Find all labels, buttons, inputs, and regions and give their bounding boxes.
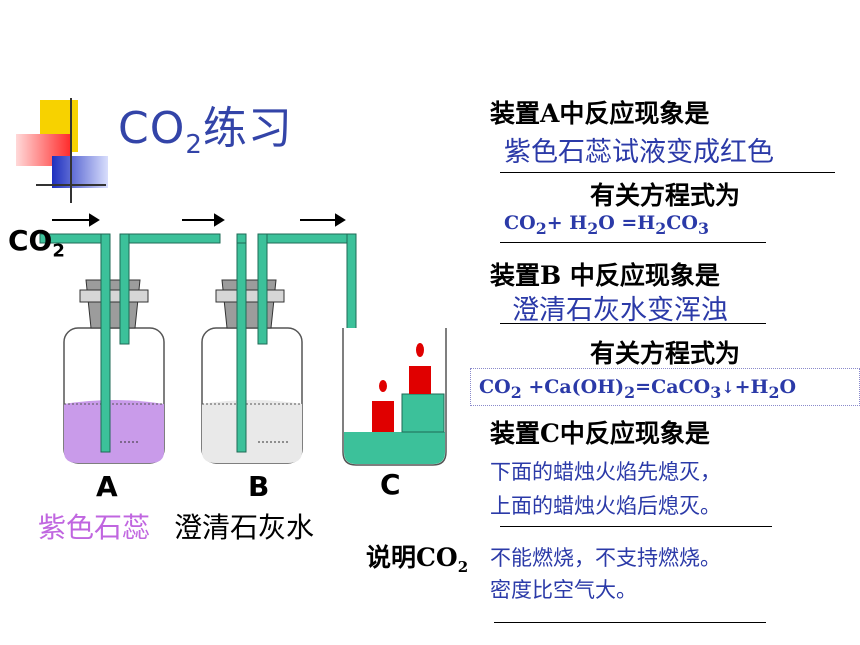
conclusion-line2: 密度比空气大。 — [490, 578, 637, 602]
equation-a: CO2+ H2O =H2CO3 — [504, 212, 709, 238]
conclusion-line1: 不能燃烧，不支持燃烧。 — [490, 546, 721, 570]
question-a-equation: 有关方程式为 — [590, 181, 741, 210]
answer-a: 紫色石蕊试液变成红色 — [504, 137, 774, 168]
answer-c-line1: 下面的蜡烛火焰先熄灭， — [490, 460, 721, 484]
label-limewater: 澄清石灰水 — [174, 511, 315, 544]
label-a: A — [96, 470, 118, 503]
label-c: C — [380, 468, 401, 501]
label-purple-litmus: 紫色石蕊 — [38, 511, 151, 544]
apparatus-diagram — [39, 213, 447, 466]
conclusion-prefix: 说明CO2 — [366, 543, 469, 576]
co2-inlet-label: CO2 — [8, 224, 65, 262]
precipitate-arrow-icon: ↓ — [721, 378, 735, 397]
question-b-phenomenon: 装置B 中反应现象是 — [490, 261, 720, 290]
logo-decoration — [0, 70, 120, 203]
question-a-phenomenon: 装置A中反应现象是 — [490, 99, 710, 128]
label-b: B — [248, 470, 270, 503]
answer-b: 澄清石灰水变浑浊 — [512, 295, 728, 326]
answer-c-line2: 上面的蜡烛火焰后熄灭。 — [490, 494, 721, 518]
equation-b: CO2 +Ca(OH)2=CaCO3↓+H2O — [470, 368, 860, 406]
page-title: CO2练习 — [118, 103, 293, 160]
question-b-equation: 有关方程式为 — [590, 339, 741, 368]
question-c-phenomenon: 装置C中反应现象是 — [490, 419, 710, 448]
